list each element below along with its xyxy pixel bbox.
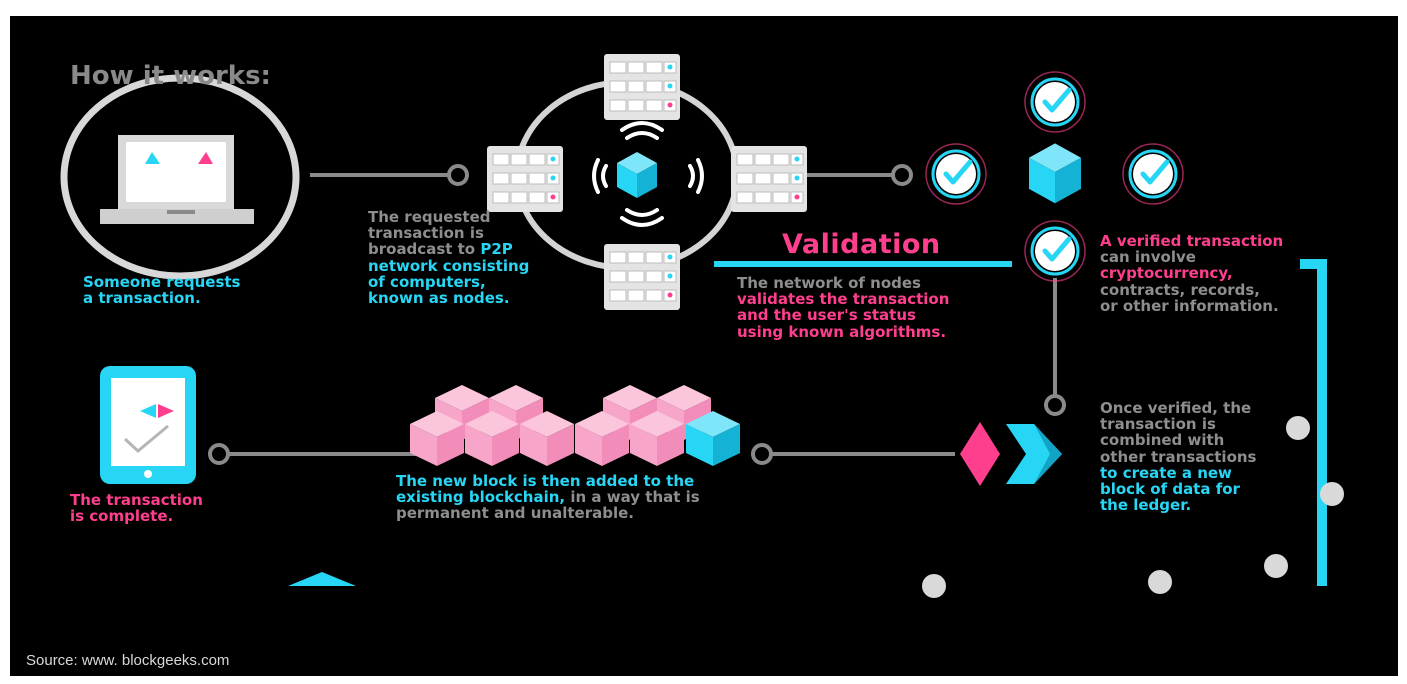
arrow-chevron-icon	[960, 422, 1062, 486]
source-credit: Source: www. blockgeeks.com	[26, 652, 230, 669]
phone-icon	[100, 366, 196, 484]
check-circle-icon	[1025, 221, 1085, 281]
combined-caption: Once verified, the transaction is combin…	[1100, 399, 1257, 515]
complete-caption: The transaction is complete.	[70, 491, 203, 526]
server-node-icon	[603, 53, 681, 121]
check-circle-icon	[1123, 144, 1183, 204]
check-circle-icon	[926, 144, 986, 204]
validation-heading: Validation	[782, 229, 941, 260]
infographic-panel: How it works: Someone requests a transac…	[10, 16, 1398, 676]
ledger-bracket	[1300, 259, 1327, 586]
server-node-icon	[486, 145, 564, 213]
diagram-art	[60, 53, 1344, 598]
page-title: How it works:	[70, 61, 271, 91]
server-node-icon	[603, 243, 681, 311]
connectors	[208, 164, 1066, 465]
ledger-nodes	[922, 416, 1344, 598]
blockchain-cube-icon	[1029, 143, 1081, 204]
broadcast-caption: The requested transaction is broadcast t…	[368, 208, 530, 307]
block-added-caption: The new block is then added to the exist…	[396, 472, 700, 523]
request-caption: Someone requests a transaction.	[83, 273, 241, 308]
verified-caption: A verified transaction can involve crypt…	[1100, 232, 1284, 315]
laptop-icon	[60, 74, 300, 280]
next-step-arrow	[288, 572, 356, 586]
check-circle-icon	[1025, 72, 1085, 132]
validation-caption: The network of nodes validates the trans…	[737, 274, 950, 341]
pink-blocks-icon	[410, 385, 740, 466]
wifi-signal-icon	[592, 121, 704, 227]
blockchain-cube-icon	[617, 152, 657, 198]
server-node-icon	[730, 145, 808, 213]
